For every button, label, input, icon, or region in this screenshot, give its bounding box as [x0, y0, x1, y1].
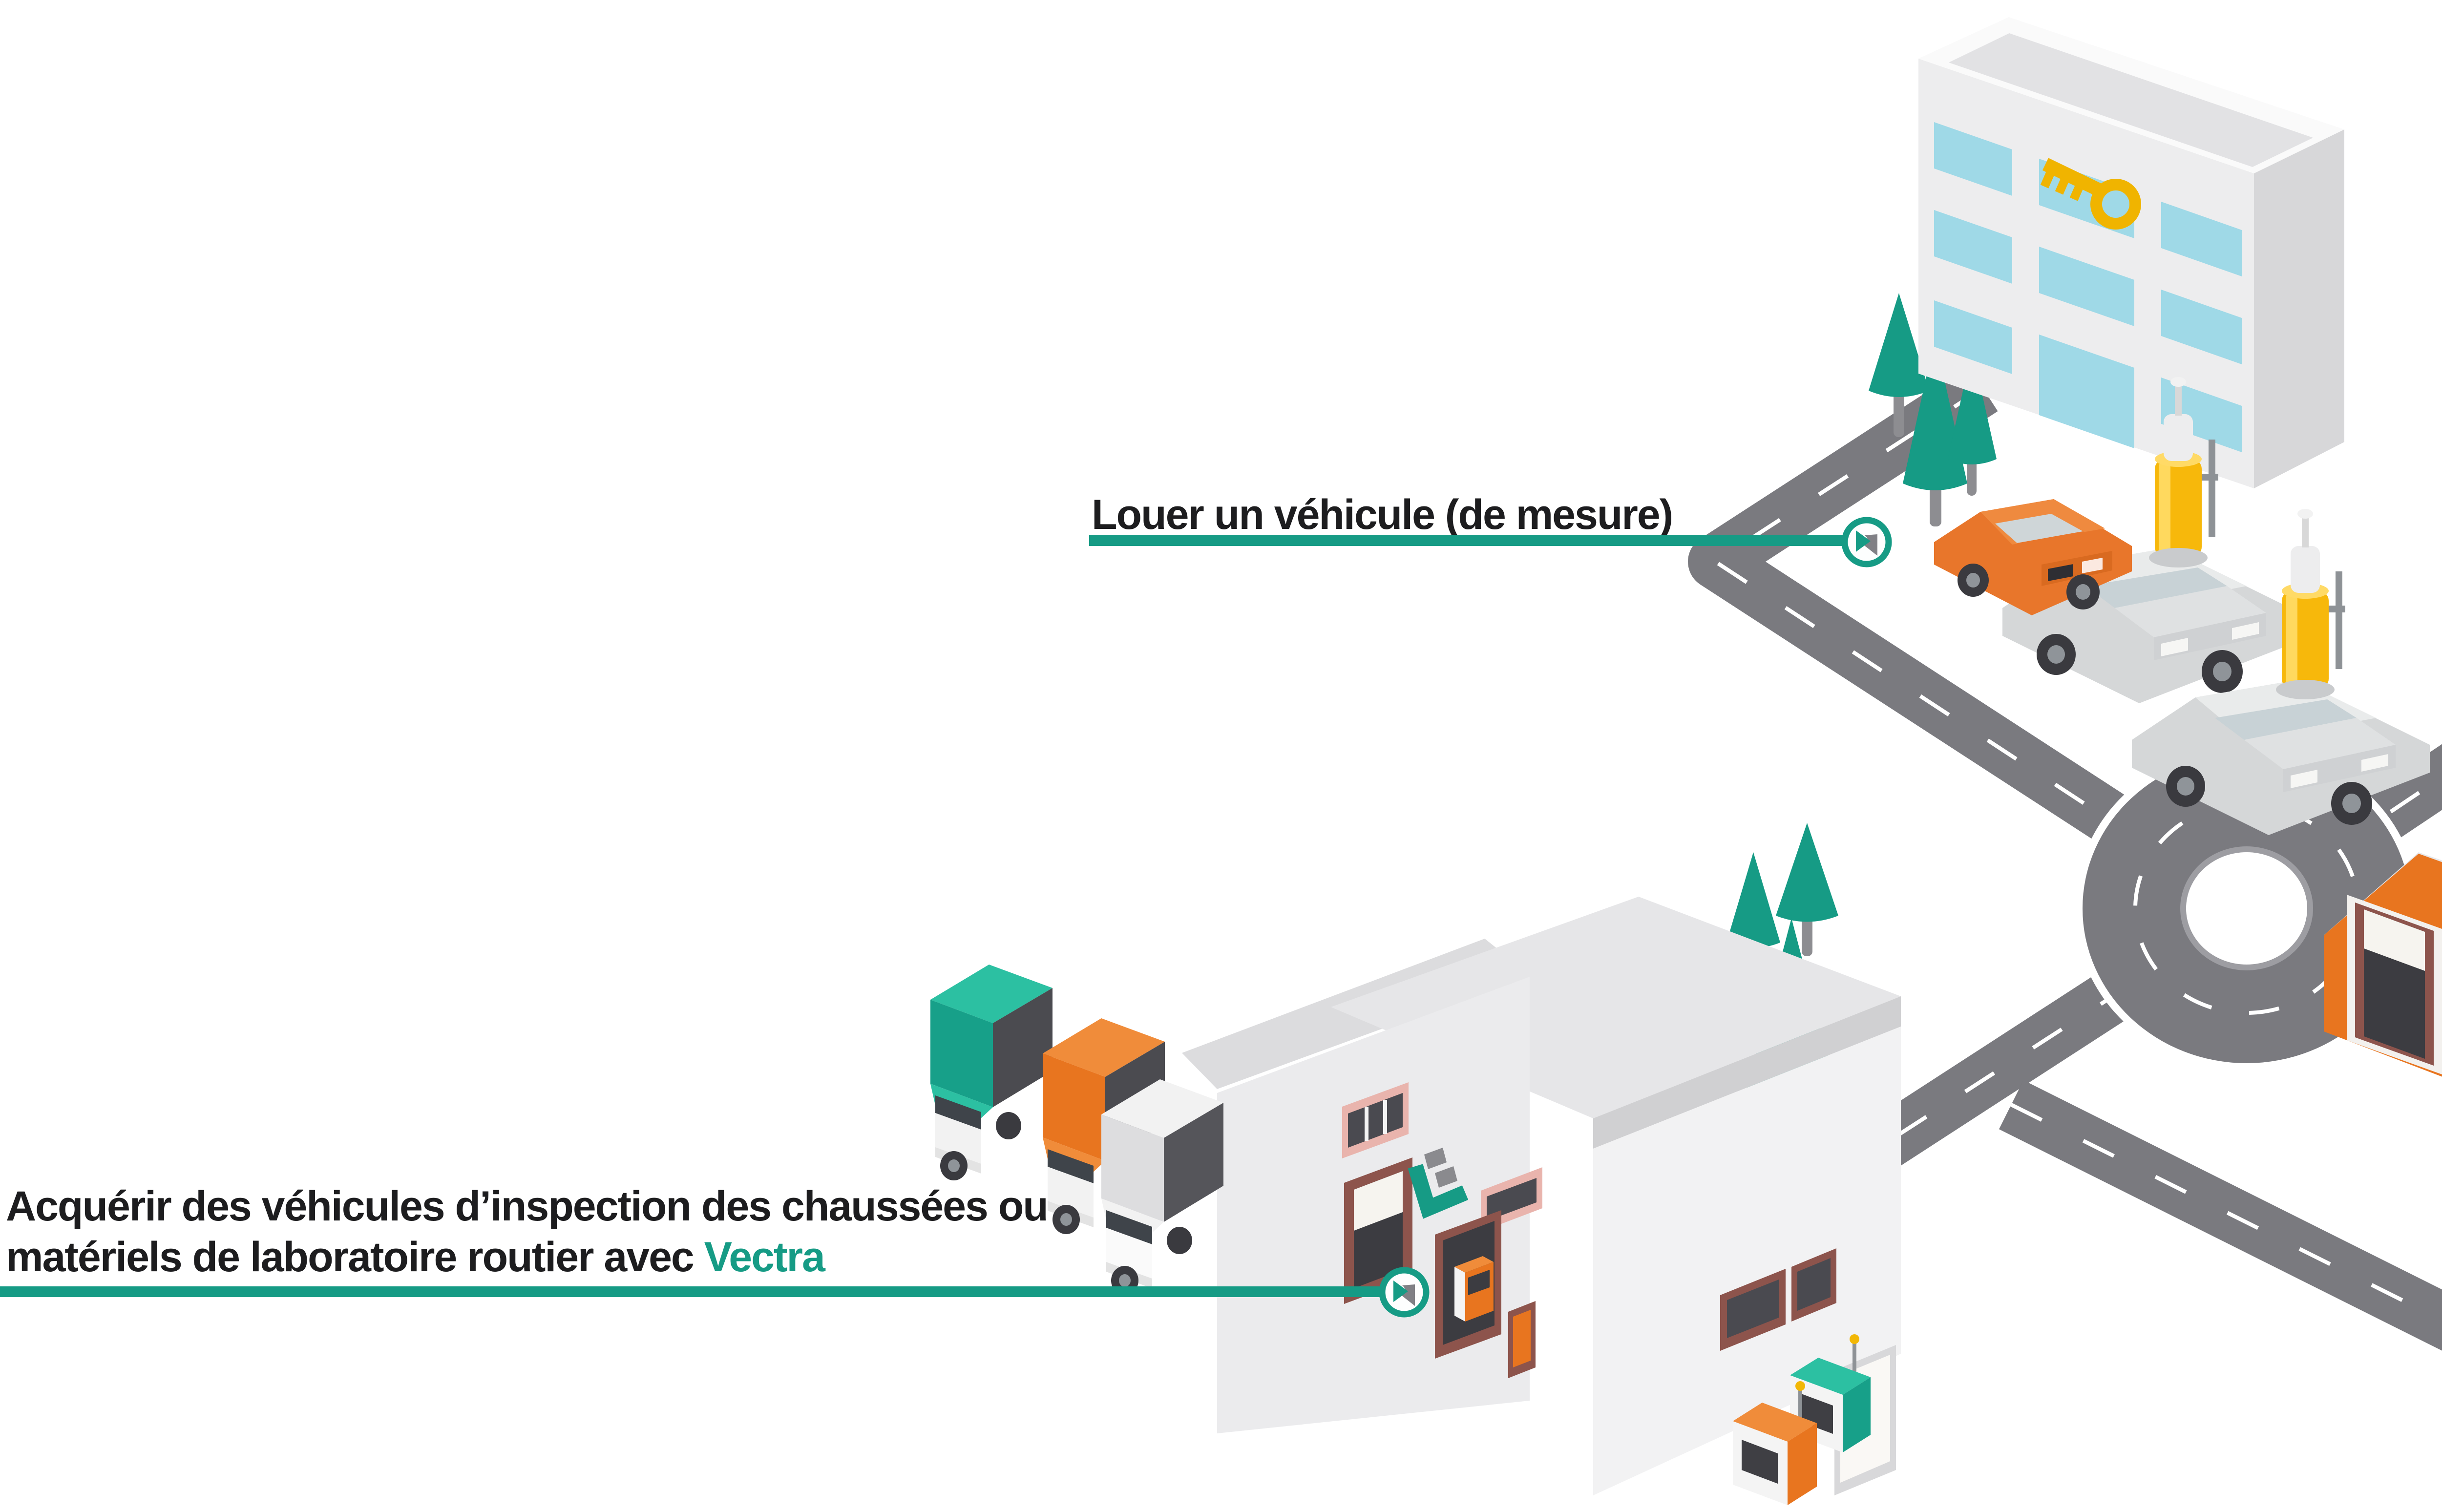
building-rental [1918, 17, 2344, 488]
vehicle-van-teal [930, 965, 1053, 1180]
vehicle-orange-car [1934, 499, 2132, 615]
label-acquire[interactable]: Acquérir des véhicules d’inspection des … [6, 1181, 1049, 1282]
label-acquire-line2: matériels de laboratoire routier avec Ve… [6, 1232, 1048, 1282]
connector-line-acquire [0, 1286, 1381, 1297]
garage-doors [2347, 895, 2442, 1074]
tree-icon [1776, 823, 1838, 956]
label-acquire-brand: Vectra [704, 1234, 825, 1281]
nextroad-logo-icon[interactable] [1379, 1267, 1430, 1318]
building-garage-sav [2324, 852, 2442, 1077]
roof-mast [2276, 509, 2345, 699]
lab-kiosk-in-door [1454, 1256, 1494, 1322]
connector-line-rent [1089, 535, 1844, 546]
label-rent-vehicle[interactable]: Louer un véhicule (de mesure) [1092, 489, 1673, 540]
tree-icon [1948, 349, 1997, 496]
vehicle-van-white [1101, 1079, 1223, 1295]
key-icon [2040, 158, 2141, 230]
nextroad-logo-icon[interactable] [1841, 517, 1892, 567]
label-rent-text: Louer un véhicule (de mesure) [1092, 491, 1673, 538]
vectra-logo [1408, 1148, 1469, 1219]
lab-kiosk-orange [1733, 1381, 1817, 1505]
label-acquire-line1: Acquérir des véhicules d’inspection des … [6, 1183, 1049, 1230]
tree-icon [1869, 293, 1929, 437]
label-acquire-line2-prefix: matériels de laboratoire routier avec [6, 1234, 704, 1281]
